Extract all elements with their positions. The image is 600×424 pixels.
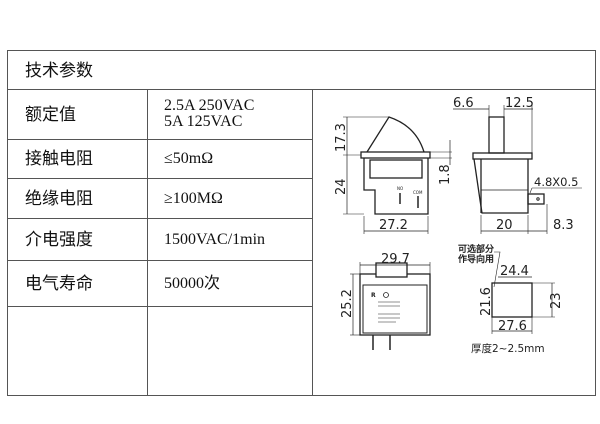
dim-terminal-length: 8.3 bbox=[553, 218, 574, 233]
panel-cutout: 可选部分 作导向用 24.4 21.6 23 27.6 厚度2~2.5mm bbox=[458, 243, 564, 355]
row-value-insulation-resistance: ≥100MΩ bbox=[164, 190, 223, 207]
row-value-contact-resistance: ≤50mΩ bbox=[164, 150, 214, 167]
divider bbox=[7, 218, 313, 219]
divider bbox=[7, 89, 596, 90]
dim-side-depth: 20 bbox=[496, 218, 513, 233]
divider bbox=[7, 139, 313, 140]
dim-front-width: 27.2 bbox=[379, 218, 408, 233]
dim-body-height: 24 bbox=[334, 178, 349, 195]
divider bbox=[147, 89, 148, 396]
dim-bottom-width: 29.7 bbox=[381, 252, 410, 267]
divider bbox=[7, 178, 313, 179]
cutout-note-line2: 作导向用 bbox=[458, 253, 494, 265]
panel-thickness-note: 厚度2~2.5mm bbox=[471, 342, 545, 355]
row-value-dielectric-strength: 1500VAC/1min bbox=[164, 231, 266, 248]
spec-table bbox=[7, 50, 596, 396]
divider bbox=[312, 89, 313, 396]
dim-knob-height: 17.3 bbox=[334, 123, 349, 152]
label-no: NO bbox=[397, 186, 403, 191]
row-label-contact-resistance: 接触电阻 bbox=[25, 149, 93, 169]
row-label-electrical-life: 电气寿命 bbox=[25, 274, 93, 294]
dim-cutout-top: 24.4 bbox=[500, 264, 529, 279]
divider bbox=[7, 260, 313, 261]
dim-bottom-height: 25.2 bbox=[340, 289, 355, 318]
bottom-view: R 29.7 25.2 bbox=[340, 252, 431, 350]
table-title: 技术参数 bbox=[25, 61, 93, 81]
row-label-insulation-resistance: 绝缘电阻 bbox=[25, 189, 93, 209]
front-view: NO COM 17.3 24 27.2 1.8 bbox=[334, 116, 453, 234]
cutout-note-line1: 可选部分 bbox=[458, 243, 494, 255]
label-com: COM bbox=[413, 190, 423, 195]
row-value-rating-2: 5A 125VAC bbox=[164, 113, 243, 130]
dim-terminal-size: 4.8X0.5 bbox=[534, 175, 578, 189]
row-label-dielectric-strength: 介电强度 bbox=[25, 230, 93, 250]
dim-cutout-bottom: 27.6 bbox=[498, 319, 527, 334]
row-label-rating: 额定值 bbox=[25, 105, 76, 125]
row-value-rating-1: 2.5A 250VAC bbox=[164, 97, 255, 114]
row-value-electrical-life: 50000次 bbox=[164, 275, 221, 292]
dim-cutout-right: 23 bbox=[549, 292, 564, 309]
dim-flange: 1.8 bbox=[438, 164, 453, 185]
dim-side-left: 6.6 bbox=[453, 96, 474, 111]
dim-cutout-left: 21.6 bbox=[479, 287, 494, 316]
dim-side-right: 12.5 bbox=[505, 96, 534, 111]
svg-text:R: R bbox=[371, 292, 376, 299]
side-view: 6.6 12.5 4.8X0.5 20 8.3 bbox=[453, 96, 582, 234]
divider bbox=[7, 306, 313, 307]
